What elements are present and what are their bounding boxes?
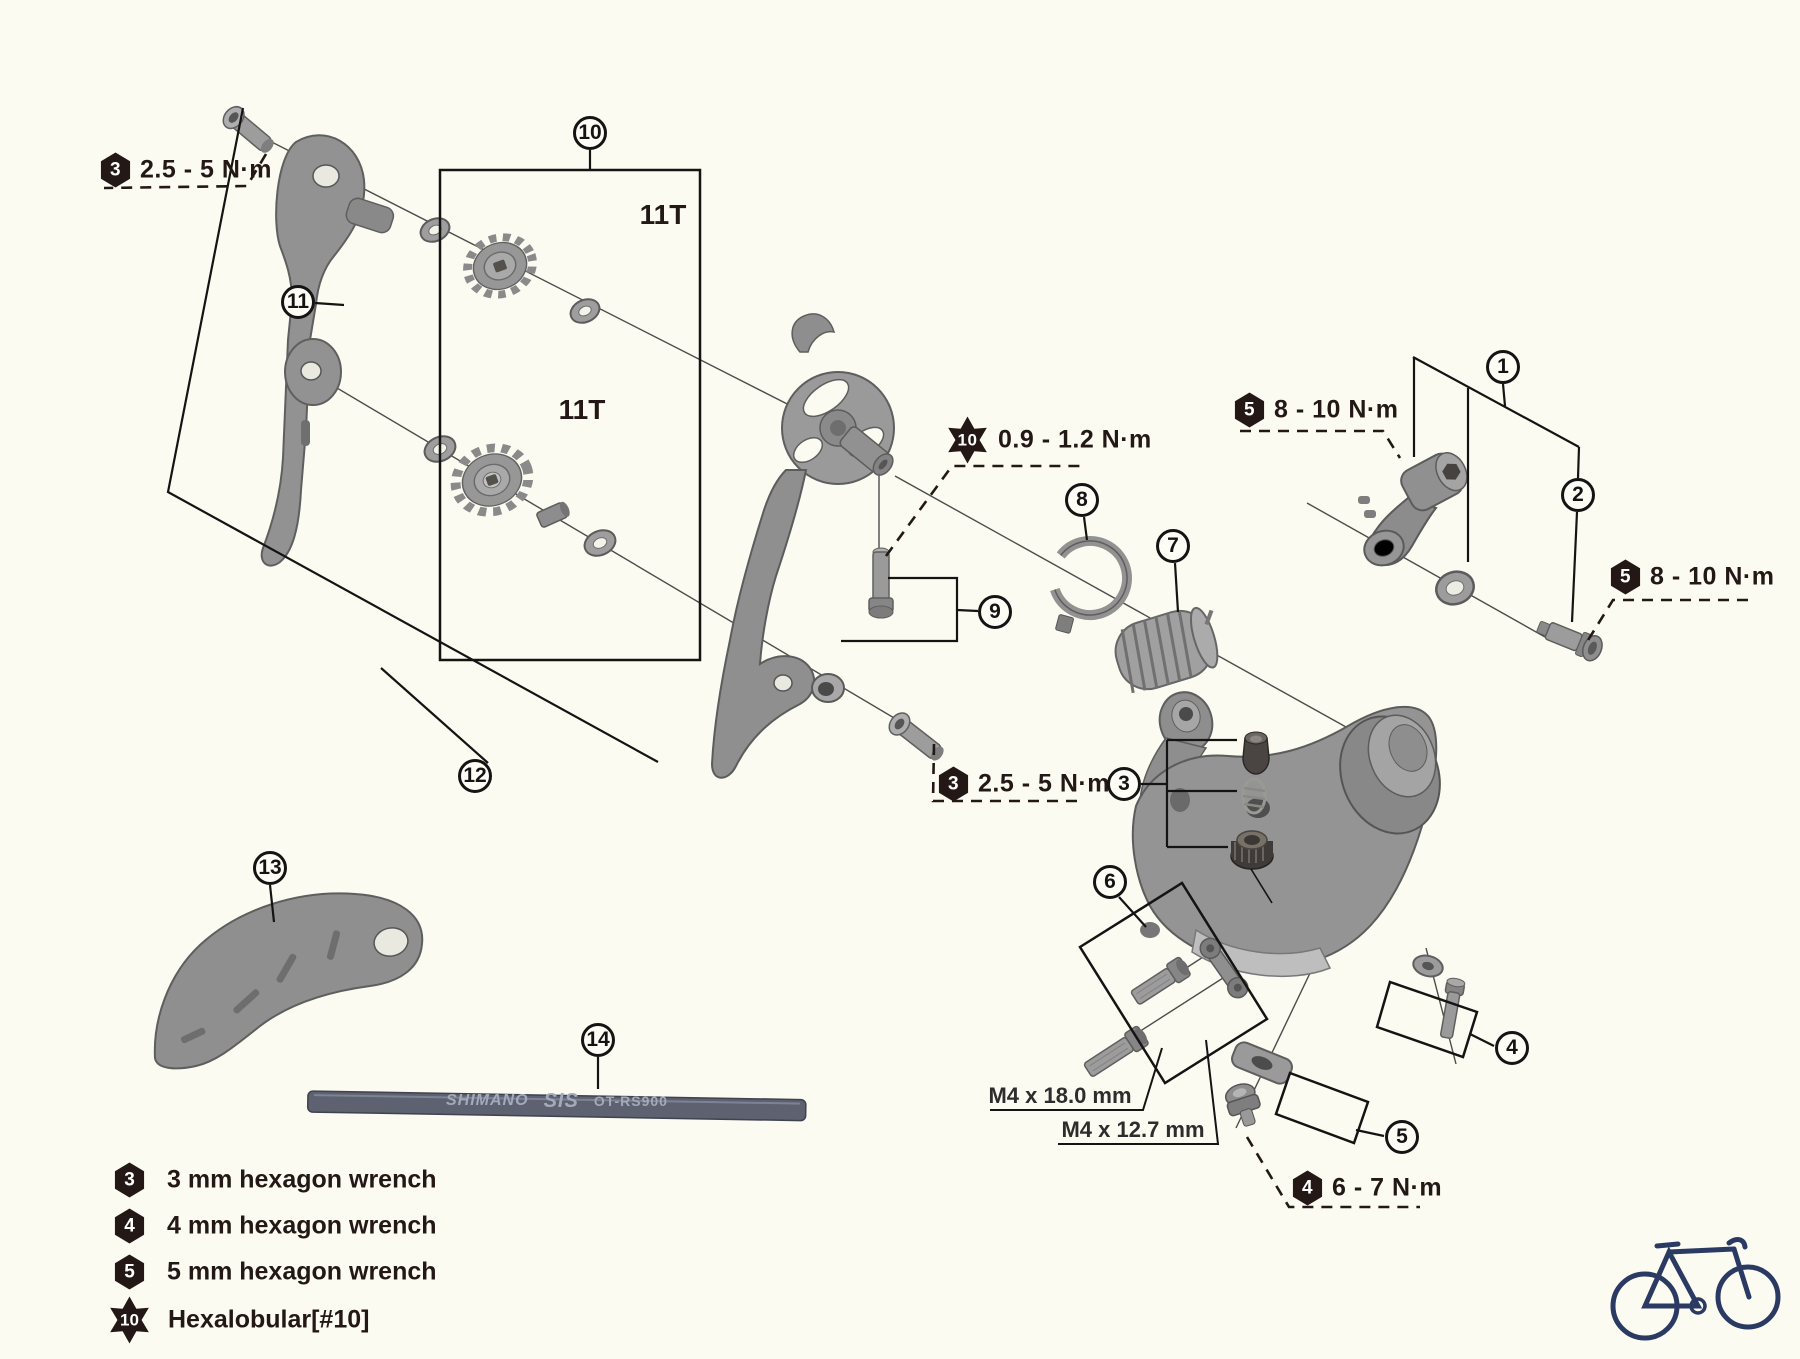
shift-cable-casing (306, 1090, 807, 1122)
guide-pulley-upper (463, 233, 537, 299)
plate-pivot-bolt-upper (222, 105, 274, 153)
bracket-fixing-bolt-long (1083, 1025, 1149, 1077)
stroke-adjust-washer (1412, 954, 1444, 978)
pulley-bushing (536, 501, 570, 528)
stopper-link-plate (1199, 937, 1249, 999)
stroke-adjust-bolt (1439, 977, 1466, 1039)
plate-pivot-bolt-lower (888, 712, 944, 761)
shimano-bike-logo (1610, 1237, 1781, 1341)
snap-ring (1048, 536, 1132, 634)
callout-lines (166, 107, 1581, 1145)
torque-leader-lines (103, 153, 1748, 1209)
tension-spring (1114, 606, 1219, 694)
b-axle-bolt (1536, 621, 1603, 662)
assembly-axis-lines (251, 131, 1546, 1129)
cable-fixing-bolt (1224, 1083, 1261, 1127)
cable-fixing-plate (1231, 1041, 1293, 1085)
derailleur-body (1131, 691, 1441, 978)
inner-cage-plate (260, 134, 395, 567)
outer-cage-plate-assembly (710, 313, 895, 779)
adjuster-barrel (1230, 830, 1274, 870)
link-washer (1435, 570, 1475, 606)
cage-stopper-screw (868, 547, 894, 619)
adjuster-spring (1241, 777, 1267, 815)
bracket-fixing-bolt-short (1130, 956, 1191, 1005)
tension-pulley-lower (450, 443, 534, 517)
chain-guard-plate (153, 892, 424, 1070)
adjuster-cap (1242, 731, 1270, 775)
bracket-axle-link (1358, 452, 1468, 567)
